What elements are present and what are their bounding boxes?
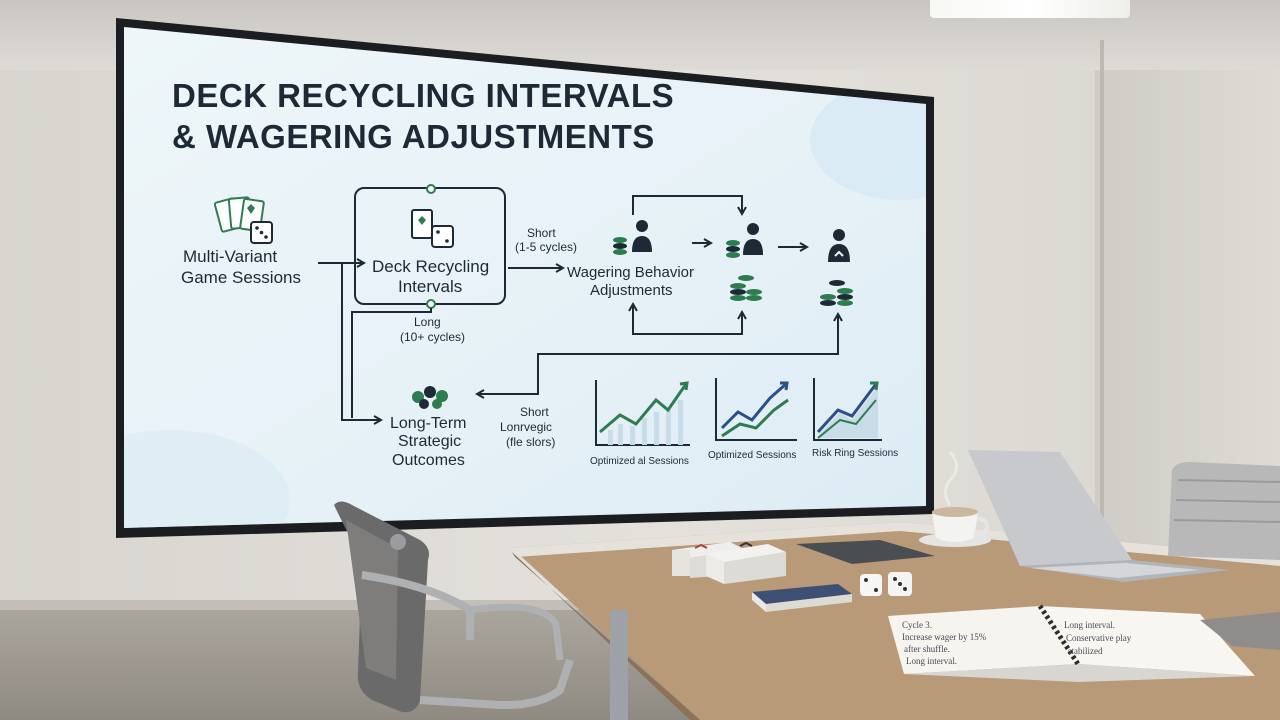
slide-decor-blob xyxy=(810,80,926,200)
chip-stack-icon xyxy=(730,275,762,301)
laptop xyxy=(968,450,1230,582)
short-cycles: (1-5 cycles) xyxy=(515,240,577,254)
wall-corner xyxy=(1100,40,1104,640)
node-deck-line1: Deck Recycling xyxy=(372,257,489,276)
arrow-long-interval xyxy=(351,308,432,418)
strategy-cluster-icon xyxy=(412,386,448,409)
short-label: Short xyxy=(527,226,556,240)
notebook-note: after shuffle. xyxy=(904,644,950,654)
loop-arrow-top xyxy=(632,195,743,215)
office-chair-right xyxy=(1168,462,1280,560)
notebook-note: Cycle 3. xyxy=(902,620,932,630)
arrow-sessions-to-outcomes xyxy=(341,262,380,421)
ceiling-light xyxy=(930,0,1130,18)
long-cycles: (10+ cycles) xyxy=(400,330,465,344)
arrow-to-outcomes xyxy=(478,315,839,395)
notebook-note: Conservative play xyxy=(1066,633,1132,643)
office-chair-left xyxy=(334,501,574,713)
notebook: Cycle 3. Increase wager by 15% after shu… xyxy=(888,604,1255,682)
connector-node xyxy=(426,299,436,309)
mini-chart-1 xyxy=(595,380,690,446)
slide-title-line2: & WAGERING ADJUSTMENTS xyxy=(172,118,655,155)
chart-label-3: Risk Ring Sessions xyxy=(812,448,898,459)
chip-stack-icon xyxy=(820,280,853,306)
chart-label-1: Optimized al Sessions xyxy=(590,456,689,467)
bottom-short-line3: (fle slors) xyxy=(506,435,555,449)
table-edge xyxy=(512,522,1280,566)
dice-pair xyxy=(860,572,912,596)
notebook-note: Long interval. xyxy=(1064,620,1115,630)
bottom-short-line2: Lonrvegic xyxy=(500,420,552,434)
notebook-note: Long interval. xyxy=(906,656,957,666)
coffee-cup xyxy=(919,451,991,547)
long-label: Long xyxy=(414,315,441,329)
desk-tray xyxy=(1200,612,1280,650)
playing-cards-icon xyxy=(213,196,265,233)
mini-chart-2 xyxy=(715,378,797,441)
node-outcomes-line1: Long-Term xyxy=(390,415,466,432)
player-icon xyxy=(828,229,850,262)
player-chips-icon xyxy=(613,220,652,255)
notebook-note: Increase wager by 15% xyxy=(902,632,987,642)
connector-node xyxy=(426,184,436,194)
node-sessions-line1: Multi-Variant xyxy=(183,247,277,266)
node-wager-line1: Wagering Behavior xyxy=(567,264,694,281)
node-sessions-line2: Game Sessions xyxy=(181,268,301,287)
card-deck-stack xyxy=(672,541,786,584)
slide-surface xyxy=(124,27,926,528)
notebook-note: stabilized xyxy=(1068,646,1103,656)
player-chips-icon xyxy=(726,223,763,258)
node-outcomes-line2: Strategic xyxy=(398,433,461,450)
dice-icon xyxy=(250,221,273,244)
chart-label-2: Optimized Sessions xyxy=(708,450,796,461)
card-deck-icon xyxy=(411,209,454,248)
tablet xyxy=(796,540,935,564)
node-deck-line2: Intervals xyxy=(398,277,462,296)
mini-chart-3 xyxy=(813,378,882,441)
node-wager-line2: Adjustments xyxy=(590,282,673,299)
slide-title-line1: DECK RECYCLING INTERVALS xyxy=(172,77,674,114)
loop-arrow-bottom xyxy=(632,305,743,335)
card-deck-blue xyxy=(752,584,852,612)
bottom-short-line1: Short xyxy=(520,405,549,419)
table-leg xyxy=(610,610,628,720)
node-outcomes-line3: Outcomes xyxy=(392,452,465,469)
slide-decor-blob xyxy=(124,430,290,528)
